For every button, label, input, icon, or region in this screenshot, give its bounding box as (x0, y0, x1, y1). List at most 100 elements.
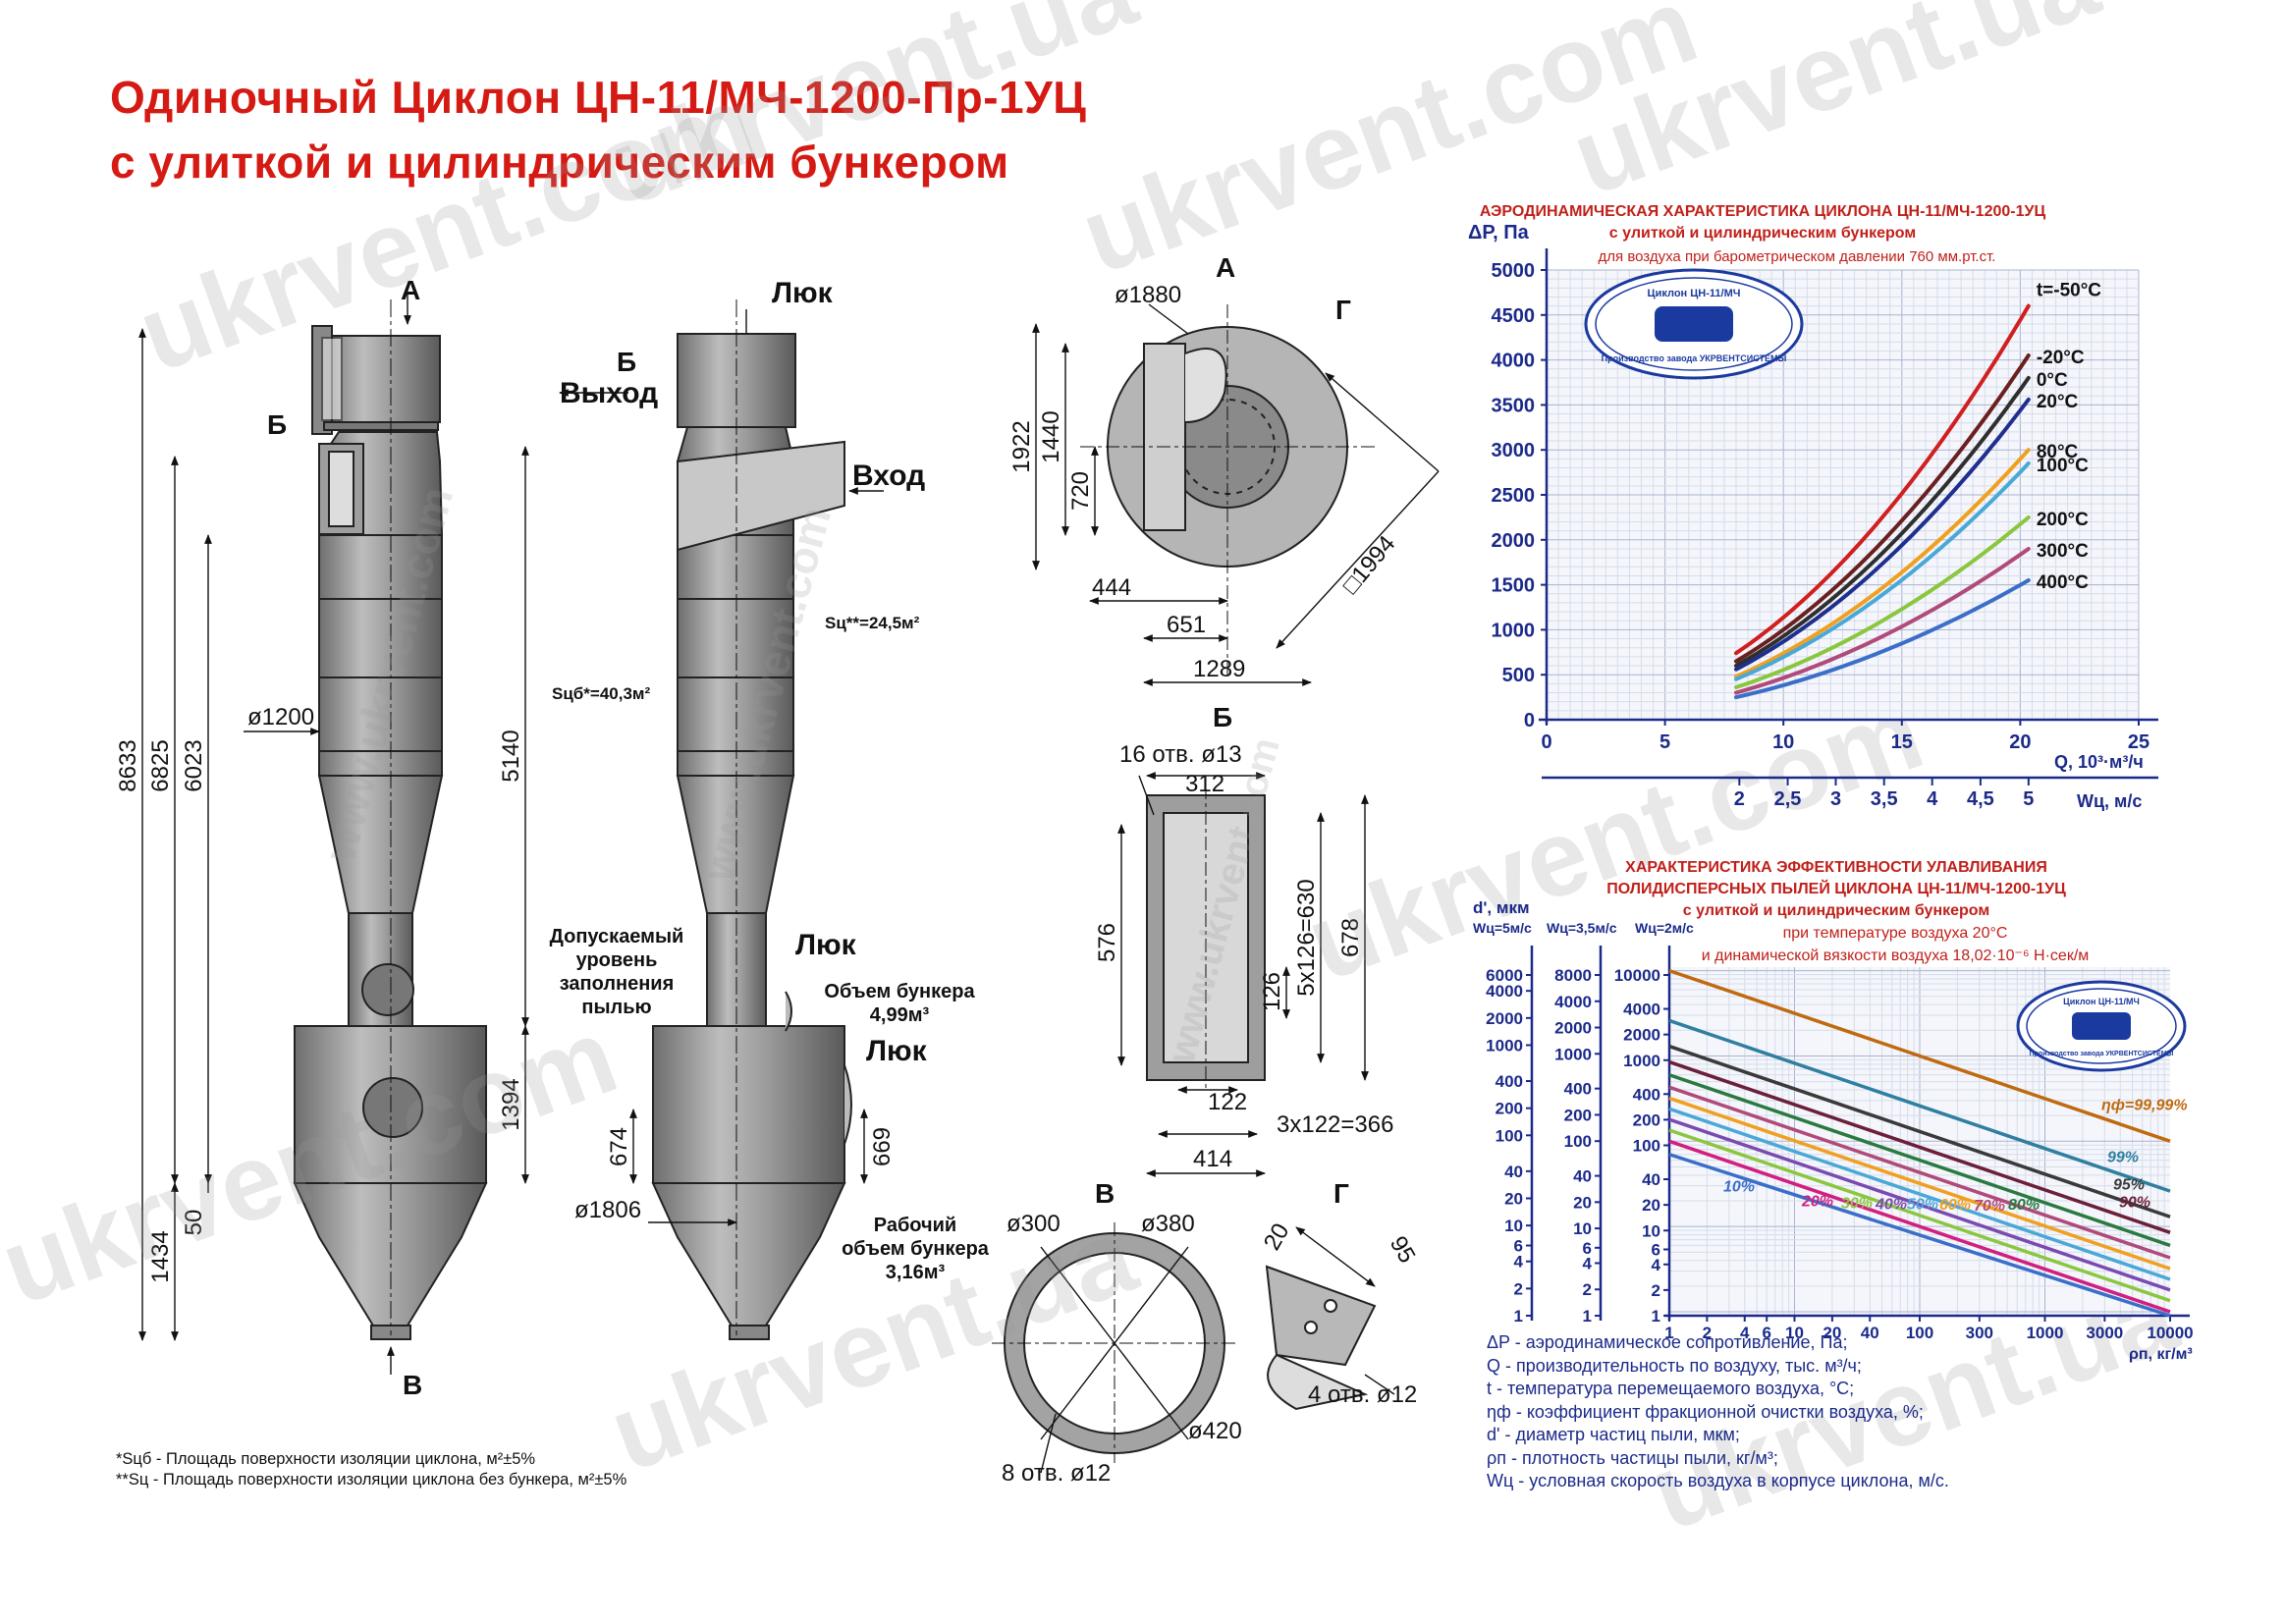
dim-d1200: ø1200 (247, 704, 314, 731)
chart2-ytick-label: 4 (1583, 1254, 1593, 1272)
level-note-1: Допускаемый (550, 926, 684, 947)
chart1-series-label: 300°C (2037, 541, 2089, 562)
chart2-series-line (1668, 1107, 2171, 1281)
chart1-x2tick-label: 5 (2023, 788, 2034, 810)
dim-674: 674 (606, 1127, 632, 1166)
label-outlet: Выход (560, 377, 658, 409)
chart1-x2tick-label: 3,5 (1871, 788, 1898, 810)
mark-B-front: Б (267, 409, 287, 440)
chart2-xtick-label: 20 (1823, 1324, 1841, 1342)
dim-d420: ø420 (1188, 1418, 1242, 1444)
chart2-ytick-label: 4000 (1554, 993, 1592, 1011)
chart1-ytick-label: 2000 (1492, 530, 1536, 552)
view-v: В ø300 ø380 ø420 8 отв. ø12 (992, 1178, 1242, 1487)
chart2-series (1668, 968, 2171, 1318)
legend-item: Wц - условная скорость воздуха в корпусе… (1487, 1471, 1949, 1490)
dim-5x126: 5x126=630 (1293, 879, 1320, 996)
chart2-ytick-label: 10 (1642, 1221, 1660, 1240)
chart2-ycol-c: Wц=2м/с (1635, 920, 1694, 936)
work-volume-3: 3,16м³ (886, 1262, 946, 1283)
chart2-subtitle-2: и динамической вязкости воздуха 18,02·10… (1702, 947, 2090, 964)
chart2-ytick-label: 10 (1573, 1219, 1592, 1238)
chart1-x2tick-label: 4,5 (1967, 788, 1994, 810)
chart2-axes: 1246102040100200400100020004000100001246… (1486, 946, 2194, 1342)
dim-6825: 6825 (147, 739, 174, 791)
chart1-ytick-label: 3500 (1492, 395, 1536, 416)
dim-20: 20 (1259, 1218, 1295, 1255)
chart2-xtick-label: 40 (1861, 1324, 1879, 1342)
chart2-xtick-label: 100 (1906, 1324, 1933, 1342)
chart2-series-label: 90% (2119, 1195, 2150, 1212)
page-subtitle: с улиткой и цилиндрическим бункером (110, 136, 1009, 188)
chart2-ytick-label: 400 (1496, 1072, 1523, 1091)
chart2-series-label: 80% (2008, 1197, 2040, 1214)
dim-d1880: ø1880 (1115, 282, 1181, 308)
dim-720: 720 (1067, 471, 1094, 511)
efficiency-chart: ХАРАКТЕРИСТИКА ЭФФЕКТИВНОСТИ УЛАВЛИВАНИЯ… (1473, 859, 2194, 1363)
chart1-ytick-label: 4500 (1492, 305, 1536, 327)
chart2-ytick-label: 4000 (1486, 982, 1523, 1001)
chart2-series-label: 95% (2113, 1177, 2145, 1194)
chart1-series-label: 20°C (2037, 392, 2079, 412)
work-volume-1: Рабочий (874, 1215, 956, 1236)
mark-G-ref: Г (1335, 295, 1351, 325)
chart2-subtitle-1: при температуре воздуха 20°С (1783, 925, 2008, 942)
footnotes: *Sцб - Площадь поверхности изоляции цикл… (116, 1449, 626, 1490)
dim-d1806: ø1806 (574, 1197, 641, 1223)
legend-item: ρп - плотность частицы пыли, кг/м³; (1487, 1447, 1778, 1468)
chart2-title-2: ПОЛИДИСПЕРСНЫХ ПЫЛЕЙ ЦИКЛОНА ЦН-11/МЧ-12… (1606, 879, 2066, 897)
chart1-ytick-label: 500 (1502, 665, 1535, 686)
chart2-series-line (1668, 1085, 2171, 1260)
chart2-series-label: 10% (1723, 1178, 1755, 1195)
chart2-ytick-label: 200 (1633, 1110, 1660, 1129)
mark-B-view: Б (1213, 702, 1232, 732)
chart2-series-label: 40% (1875, 1197, 1907, 1214)
chart2-xtick-label: 1 (1664, 1324, 1673, 1342)
dim-126: 126 (1259, 972, 1285, 1011)
label-B-side: Б (617, 347, 636, 377)
dim-669: 669 (869, 1127, 896, 1166)
chart2-series-line (1668, 1153, 2171, 1318)
chart2-ytick-label: 100 (1496, 1126, 1523, 1145)
chart2-ytick-label: 2000 (1623, 1026, 1660, 1045)
chart1-ytick-label: 1500 (1492, 575, 1536, 597)
chart1-ytick-label: 1000 (1492, 620, 1536, 641)
chart2-xtick-label: 4 (1740, 1324, 1750, 1342)
page-title: Одиночный Циклон ЦН-11/МЧ-1200-Пр-1УЦ (110, 72, 1087, 123)
chart1-series-label: t=-50°C (2037, 281, 2101, 301)
chart2-series-label: 70% (1974, 1198, 2005, 1215)
chart1-series-line (1734, 375, 2031, 668)
chart2-ytick-label: 1000 (1486, 1036, 1523, 1055)
footnote: **Sц - Площадь поверхности изоляции цикл… (116, 1471, 627, 1489)
chart1-grid (1546, 269, 2140, 721)
chart2-ytick-label: 200 (1496, 1100, 1523, 1118)
chart2-ytick-label: 1 (1652, 1307, 1660, 1326)
chart2-ytick-label: 4 (1514, 1253, 1524, 1272)
chart1-series-label: 400°C (2037, 572, 2089, 593)
view-a: А Г ø1880 1922 1440 720 444 651 1289 □19… (1008, 252, 1440, 686)
chart2-xtick-label: 2 (1703, 1324, 1712, 1342)
chart2-series-label: 99% (2107, 1149, 2139, 1165)
chart1-series-label: -20°C (2037, 348, 2085, 368)
chart2-ytick-label: 20 (1642, 1196, 1660, 1215)
chart2-ytick-label: 400 (1564, 1080, 1592, 1099)
chart1-x2tick-label: 2 (1734, 788, 1745, 810)
area-no-bunker: Sц**=24,5м² (825, 614, 920, 632)
dim-4-holes: 4 отв. ø12 (1308, 1381, 1417, 1408)
chart2-series-label: 50% (1907, 1197, 1938, 1214)
chart2-xlabel: ρп, кг/м³ (2129, 1346, 2193, 1363)
chart2-ytick-label: 2000 (1486, 1009, 1523, 1028)
dim-576: 576 (1094, 923, 1120, 962)
chart2-series-line (1668, 1117, 2171, 1292)
chart1-ytick-label: 5000 (1492, 260, 1536, 282)
dim-95: 95 (1385, 1232, 1421, 1269)
chart2-series-line (1668, 1128, 2171, 1303)
chart2-xtick-label: 300 (1966, 1324, 1993, 1342)
dim-444: 444 (1092, 574, 1131, 601)
chart2-series-label: 60% (1939, 1197, 1971, 1214)
chart1-series-line (1734, 397, 2031, 672)
level-note-4: пылью (581, 997, 651, 1018)
chart2-ytick-label: 200 (1564, 1106, 1592, 1124)
chart1-xtick-label: 20 (2009, 731, 2031, 753)
chart1-series-line (1734, 514, 2031, 689)
